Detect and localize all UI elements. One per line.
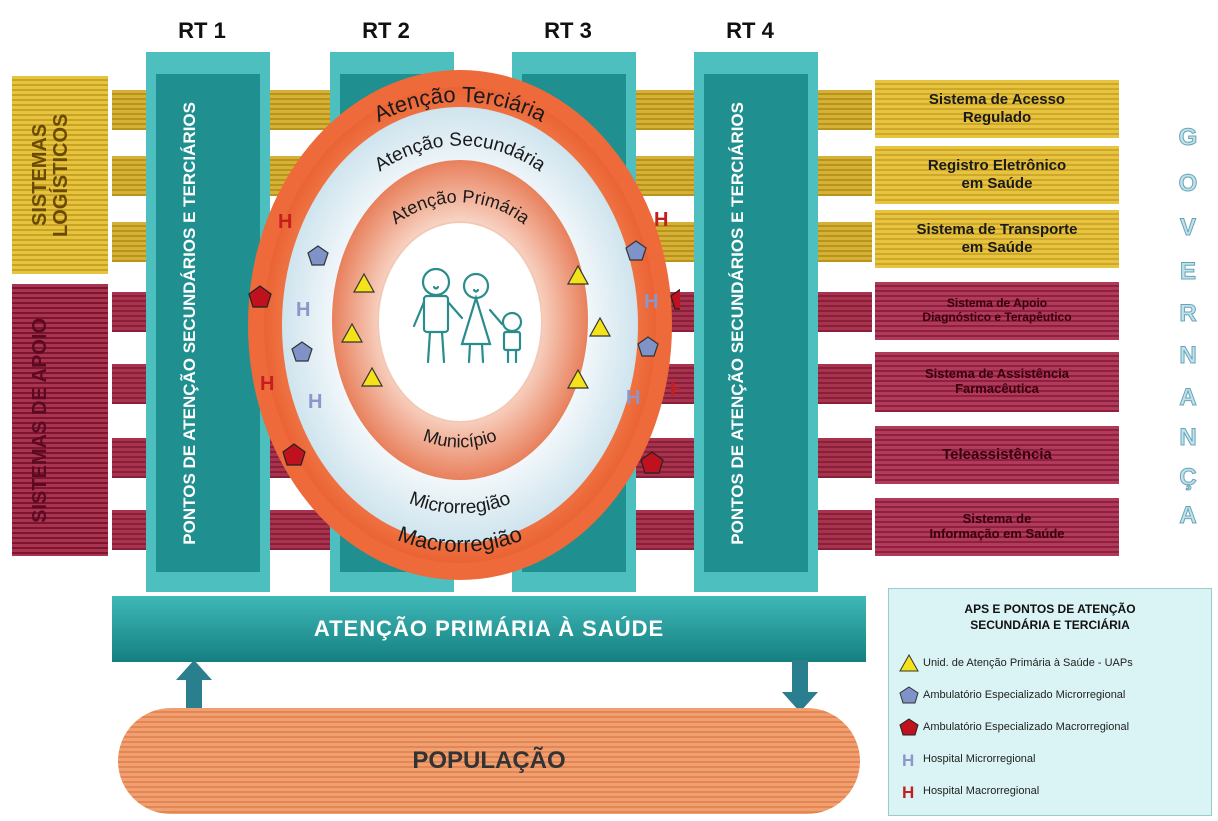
- light-h-icon: H: [626, 387, 640, 409]
- red-h-icon: H: [278, 211, 292, 233]
- right-system-line: em Saúde: [961, 175, 1033, 192]
- legend-item-micro-hospital: H Hospital Microrregional: [899, 749, 1036, 769]
- rt4-points-label: PONTOS DE ATENÇÃO SECUNDÁRIOS E TERCIÁRI…: [728, 101, 747, 545]
- right-system-line: em Saúde: [961, 239, 1033, 256]
- governance-letter: R: [1179, 300, 1197, 328]
- rt4-column: PONTOS DE ATENÇÃO SECUNDÁRIOS E TERCIÁRI…: [694, 52, 818, 592]
- light-h-icon: H: [308, 391, 322, 413]
- primary-care-label: ATENÇÃO PRIMÁRIA À SAÚDE: [313, 616, 665, 641]
- red-h-icon: H: [654, 209, 668, 231]
- logistic-systems-label: SISTEMAS LOGÍSTICOS: [29, 113, 72, 237]
- uap-triangle-icon: [340, 322, 364, 343]
- uap-markers: [340, 264, 612, 389]
- governance-letter: N: [1179, 342, 1197, 370]
- blue-pentagon-icon: [625, 240, 647, 261]
- support-systems-label: SISTEMAS DE APOIO: [29, 317, 51, 523]
- legend-item-label: Ambulatório Especializado Macrorregional: [923, 721, 1130, 733]
- yellow-triangle-icon: [899, 654, 919, 672]
- light-h-icon: H: [296, 299, 310, 321]
- rt3-header: RT 3: [544, 18, 592, 43]
- red-h-icon: H: [670, 379, 680, 401]
- family-icon: [412, 267, 523, 364]
- right-system-line: Registro Eletrônico: [927, 157, 1067, 174]
- blue-pentagon-icon: [307, 245, 329, 266]
- right-system-line: Sistema de Assistência: [924, 366, 1070, 382]
- governance-letter: E: [1179, 258, 1196, 286]
- right-system-line: Sistema de Acesso: [928, 91, 1066, 108]
- red-pentagon-icon: [670, 288, 680, 310]
- legend-box: APS E PONTOS DE ATENÇÃO SECUNDÁRIA E TER…: [888, 588, 1212, 816]
- legend-item-uap: Unid. de Atenção Primária à Saúde - UAPs: [899, 653, 1133, 673]
- legend-item-label: Unid. de Atenção Primária à Saúde - UAPs: [923, 657, 1133, 669]
- right-system-line: Sistema de: [962, 511, 1032, 527]
- right-system-line: Regulado: [962, 109, 1032, 126]
- legend-item-label: Hospital Microrregional: [923, 753, 1036, 765]
- rt2-header: RT 2: [362, 18, 410, 43]
- family-center: [377, 221, 543, 423]
- rt1-points-label: PONTOS DE ATENÇÃO SECUNDÁRIOS E TERCIÁRI…: [180, 101, 199, 545]
- right-system-line: Teleassistência: [942, 446, 1052, 464]
- blue-pentagon-icon: [291, 341, 313, 362]
- legend-title-line: SECUNDÁRIA E TERCIÁRIA: [970, 618, 1130, 633]
- legend-item-micro-ambulatory: Ambulatório Especializado Microrregional: [899, 685, 1125, 705]
- governance-letter: Ç: [1179, 464, 1197, 492]
- uap-triangle-icon: [588, 316, 612, 337]
- logistic-systems-box: SISTEMAS LOGÍSTICOS: [12, 76, 108, 274]
- arrow-down-icon: [782, 660, 818, 712]
- legend-item-label: Ambulatório Especializado Microrregional: [923, 689, 1126, 701]
- care-levels-rings: Atenção Terciária Macrorregião Atenção S…: [248, 70, 680, 580]
- arrow-up-icon: [176, 660, 212, 712]
- legend-title: APS E PONTOS DE ATENÇÃO SECUNDÁRIA E TER…: [889, 601, 1211, 633]
- red-pentagon-icon: [248, 285, 272, 308]
- uap-triangle-icon: [566, 368, 590, 389]
- right-system-line: Sistema de Transporte: [916, 221, 1078, 238]
- uap-triangle-icon: [566, 264, 590, 285]
- macro-ambulatory-markers: [248, 285, 680, 474]
- support-systems-box: SISTEMAS DE APOIO: [12, 284, 108, 556]
- population-ellipse: POPULAÇÃO: [118, 708, 860, 814]
- right-system-line: Informação em Saúde: [929, 526, 1065, 541]
- rt1-column: PONTOS DE ATENÇÃO SECUNDÁRIOS E TERCIÁRI…: [146, 52, 270, 592]
- micro-ambulatory-markers: [291, 240, 659, 362]
- legend-item-label: Hospital Macrorregional: [923, 785, 1040, 797]
- governance-letter: A: [1179, 384, 1197, 412]
- red-pentagon-icon: [899, 718, 919, 736]
- light-h-icon: H: [902, 751, 914, 768]
- right-system-line: Sistema de Apoio: [946, 296, 1048, 311]
- svg-text:H: H: [902, 783, 914, 800]
- population-label: POPULAÇÃO: [412, 747, 566, 774]
- legend-title-line: APS E PONTOS DE ATENÇÃO: [964, 602, 1136, 616]
- svg-text:H: H: [902, 751, 914, 768]
- red-pentagon-icon: [640, 451, 664, 474]
- legend-item-macro-ambulatory: Ambulatório Especializado Macrorregional: [899, 717, 1129, 737]
- light-h-icon: H: [644, 291, 658, 313]
- governance-letter: G: [1178, 124, 1198, 152]
- red-pentagon-icon: [282, 443, 306, 466]
- right-system-line: Farmacêutica: [955, 381, 1039, 396]
- governance-letter: V: [1179, 214, 1196, 242]
- primary-care-bar: ATENÇÃO PRIMÁRIA À SAÚDE: [112, 596, 866, 662]
- governance-letter: A: [1179, 502, 1197, 530]
- right-system-teleassistance: Teleassistência: [875, 426, 1119, 484]
- uap-triangle-icon: [352, 272, 376, 293]
- blue-pentagon-icon: [899, 686, 919, 704]
- rt4-header: RT 4: [726, 18, 774, 43]
- right-system-line: Diagnóstico e Terapêutico: [922, 310, 1072, 324]
- legend-item-macro-hospital: H Hospital Macrorregional: [899, 781, 1039, 801]
- blue-pentagon-icon: [637, 336, 659, 357]
- rt1-header: RT 1: [178, 18, 226, 43]
- governance-letter: O: [1178, 170, 1198, 198]
- red-h-icon: H: [902, 783, 914, 800]
- red-h-icon: H: [260, 373, 274, 395]
- uap-triangle-icon: [360, 366, 384, 387]
- governance-letter: N: [1179, 424, 1197, 452]
